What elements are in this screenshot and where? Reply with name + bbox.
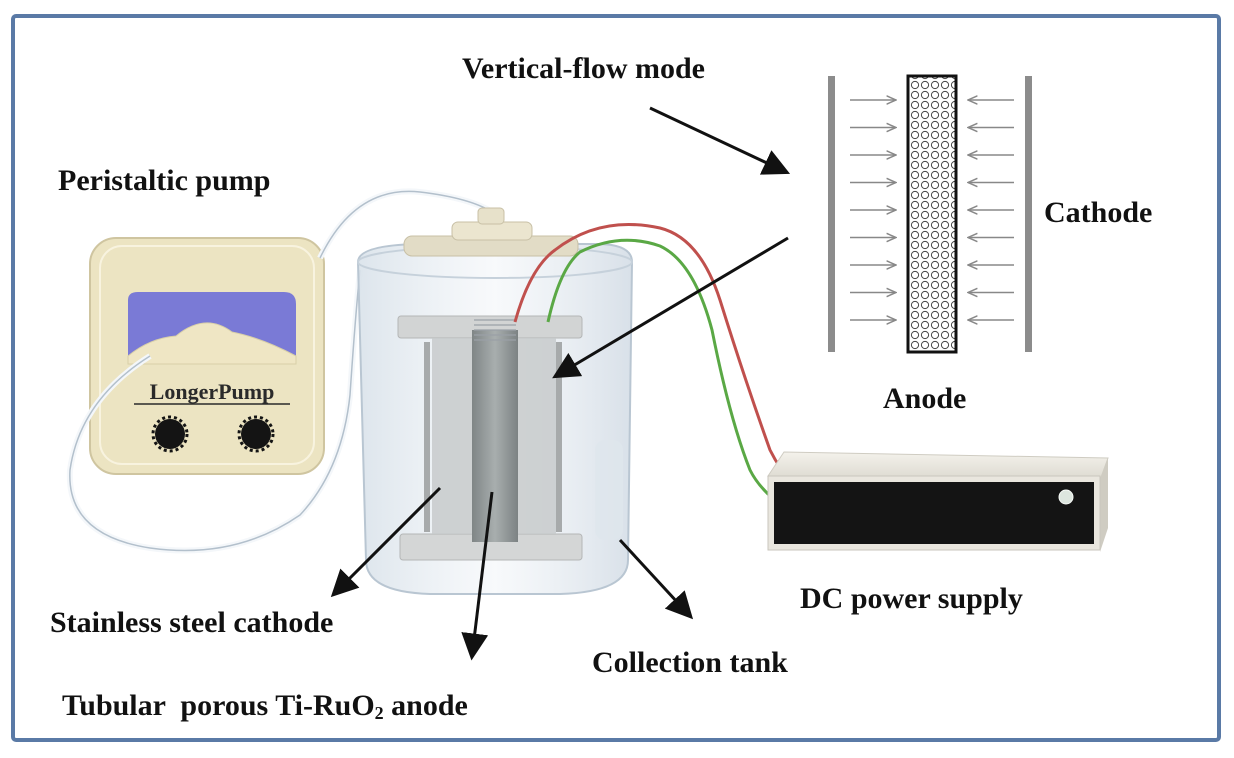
label-cathode: Cathode	[1044, 196, 1152, 229]
label-tubular-anode-prefix: Tubular porous Ti-RuO	[62, 689, 375, 722]
label-anode: Anode	[883, 382, 966, 415]
label-tubular-porous-anode: Tubular porous Ti-RuO2 anode	[62, 689, 468, 723]
pump-roller-housing	[127, 322, 297, 365]
callout-arrow-vertical-flow	[649, 106, 791, 175]
cathode-plate-left	[828, 76, 835, 352]
peristaltic-pump: LongerPump	[89, 237, 325, 475]
label-dc-power-supply: DC power supply	[800, 582, 1023, 615]
callout-arrow-tubular-anode	[461, 491, 494, 661]
green-wire	[546, 238, 881, 548]
reactor-lid	[403, 207, 579, 257]
anode-rod	[472, 330, 518, 542]
pump-brand-label: LongerPump	[150, 379, 275, 404]
tubular-porous-anode	[397, 315, 583, 561]
callout-arrow-reactor	[552, 236, 789, 379]
label-peristaltic-pump: Peristaltic pump	[58, 164, 270, 197]
label-tubular-anode-subscript: 2	[375, 703, 384, 723]
dc-power-supply	[767, 451, 1109, 552]
vertical-flow-schematic	[828, 74, 1032, 354]
anode-thread	[474, 319, 516, 341]
pump-knob-right	[237, 415, 275, 453]
label-collection-tank: Collection tank	[592, 646, 788, 679]
power-indicator-light	[1058, 489, 1074, 505]
pump-knob-left	[151, 415, 189, 453]
label-vertical-flow-mode: Vertical-flow mode	[462, 52, 705, 85]
label-stainless-steel-cathode: Stainless steel cathode	[50, 606, 333, 639]
label-tubular-anode-suffix: anode	[384, 689, 468, 722]
porous-anode-schematic	[906, 74, 958, 354]
power-supply-side	[1100, 458, 1108, 552]
callout-arrow-collection-tank	[618, 538, 694, 620]
pump-tubing	[66, 188, 494, 554]
cathode-plate-right	[1025, 76, 1032, 352]
flow-arrows	[850, 100, 1014, 320]
callout-arrow-stainless-steel-cathode	[330, 486, 442, 598]
